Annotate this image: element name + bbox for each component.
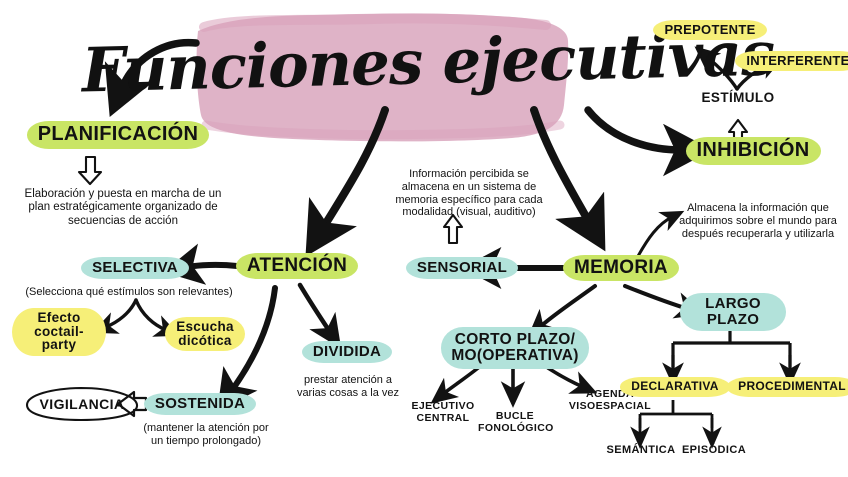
arrow-corto-plazo-to-agenda-visoespacial [546, 366, 598, 394]
node-interferente-label: INTERFERENTE [735, 50, 848, 72]
node-corto-plazo-label: CORTO PLAZO/ MO(OPERATIVA) [441, 327, 589, 369]
node-dividida[interactable]: DIVIDIDA [300, 340, 394, 364]
title-brush-stroke [196, 13, 569, 142]
node-declarativa[interactable]: DECLARATIVA [620, 376, 730, 398]
selectiva-description: (Selecciona qué estímulos son relevantes… [25, 286, 233, 298]
node-planificacion[interactable]: PLANIFICACIÓN [26, 118, 210, 152]
node-prepotente-label: PREPOTENTE [653, 19, 767, 41]
node-largo-plazo-label: LARGO PLAZO [680, 293, 786, 331]
inhibicion-estimulo-label: ESTÍMULO [701, 90, 775, 105]
arrow-atencion-to-dividida [297, 282, 342, 349]
node-escucha-dicotica[interactable]: Escucha dicótica [165, 314, 245, 354]
node-sensorial-label: SENSORIAL [405, 256, 519, 280]
arrow-atencion-to-selectiva [163, 243, 240, 285]
node-prepotente[interactable]: PREPOTENTE [653, 19, 767, 41]
node-selectiva[interactable]: SELECTIVA [81, 256, 189, 280]
node-dividida-label: DIVIDIDA [301, 340, 393, 364]
node-vigilancia-label: VIGILANCIA [39, 396, 125, 412]
node-planificacion-label: PLANIFICACIÓN [26, 121, 210, 149]
node-inhibicion[interactable]: INHIBICIÓN [685, 134, 821, 168]
node-efecto-coctail-party-label: Efecto coctail-party [12, 307, 106, 357]
node-sostenida[interactable]: SOSTENIDA [143, 392, 257, 416]
node-semantica: SEMÁNTICA [606, 444, 676, 456]
node-selectiva-label: SELECTIVA [81, 256, 189, 280]
memoria-description: Almacena la información que adquirimos s… [679, 202, 837, 240]
node-procedimental-label: PROCEDIMENTAL [727, 377, 848, 397]
node-atencion-label: ATENCIÓN [235, 252, 359, 280]
node-memoria-label: MEMORIA [563, 254, 679, 282]
node-atencion[interactable]: ATENCIÓN [235, 250, 359, 282]
node-inhibicion-label: INHIBICIÓN [685, 137, 821, 165]
sensorial-description: Información percibida se almacena en un … [395, 168, 543, 219]
node-memoria[interactable]: MEMORIA [563, 252, 679, 284]
node-largo-plazo[interactable]: LARGO PLAZO [680, 293, 786, 331]
node-episodica: EPISÓDICA [681, 444, 747, 456]
arrow-memoria-to-largo-plazo [623, 284, 705, 319]
node-vigilancia[interactable]: VIGILANCIA [24, 386, 140, 422]
node-escucha-dicotica-label: Escucha dicótica [165, 316, 245, 352]
node-corto-plazo[interactable]: CORTO PLAZO/ MO(OPERATIVA) [441, 326, 589, 370]
sostenida-description: (mantener la atención por un tiempo prol… [143, 422, 269, 447]
arrow-selectiva-to-escucha-dicotica [134, 298, 180, 337]
node-interferente[interactable]: INTERFERENTE [735, 50, 848, 72]
node-bucle-fonologico: BUCLE FONOLÓGICO [478, 410, 554, 435]
arrow-sensorial-to-description [442, 213, 464, 245]
page-title: Funciones ejecutivas [80, 18, 776, 106]
arrow-memoria-to-corto-plazo [527, 284, 597, 339]
arrow-title-to-inhibicion [584, 106, 713, 177]
node-procedimental[interactable]: PROCEDIMENTAL [727, 376, 848, 398]
node-ejecutivo-central: EJECUTIVO CENTRAL [411, 400, 475, 425]
arrow-selectiva-to-efecto-coctail-party [92, 298, 138, 334]
node-efecto-coctail-party[interactable]: Efecto coctail-party [12, 307, 106, 357]
arrow-corto-plazo-to-ejecutivo-central [430, 366, 480, 404]
planificacion-description: Elaboración y puesta en marcha de un pla… [24, 188, 222, 227]
node-sensorial[interactable]: SENSORIAL [405, 256, 519, 280]
arrow-planificacion-to-description [77, 155, 103, 186]
dividida-description: prestar atención a varias cosas a la vez [296, 374, 400, 399]
node-sostenida-label: SOSTENIDA [143, 392, 257, 416]
node-declarativa-label: DECLARATIVA [620, 377, 730, 397]
